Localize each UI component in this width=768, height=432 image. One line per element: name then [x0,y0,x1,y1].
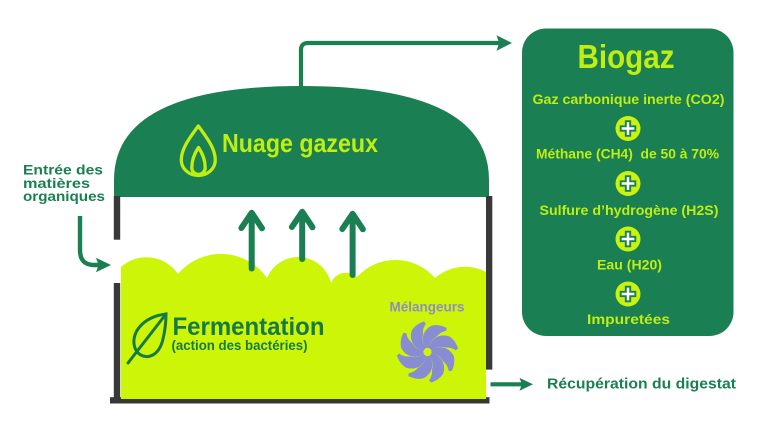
svg-text:Méthane (CH4) de 50 à 70%: Méthane (CH4) de 50 à 70% [536,146,720,162]
svg-text:Fermentation: Fermentation [173,313,325,341]
svg-text:Sulfure d’hydrogène (H2S): Sulfure d’hydrogène (H2S) [540,202,719,218]
svg-text:Entrée des: Entrée des [23,162,103,178]
svg-text:organiques: organiques [23,188,105,204]
svg-text:Récupération du digestat: Récupération du digestat [547,376,736,392]
svg-text:Eau (H20): Eau (H20) [597,257,662,273]
svg-text:Gaz carbonique inerte (CO2): Gaz carbonique inerte (CO2) [533,91,725,107]
svg-text:(action des bactéries): (action des bactéries) [172,338,308,353]
svg-text:Mélangeurs: Mélangeurs [390,300,465,315]
svg-text:matières: matières [23,175,90,191]
svg-text:Biogaz: Biogaz [578,38,675,75]
svg-text:Impuretées: Impuretées [587,311,670,327]
svg-text:Nuage gazeux: Nuage gazeux [222,128,378,158]
